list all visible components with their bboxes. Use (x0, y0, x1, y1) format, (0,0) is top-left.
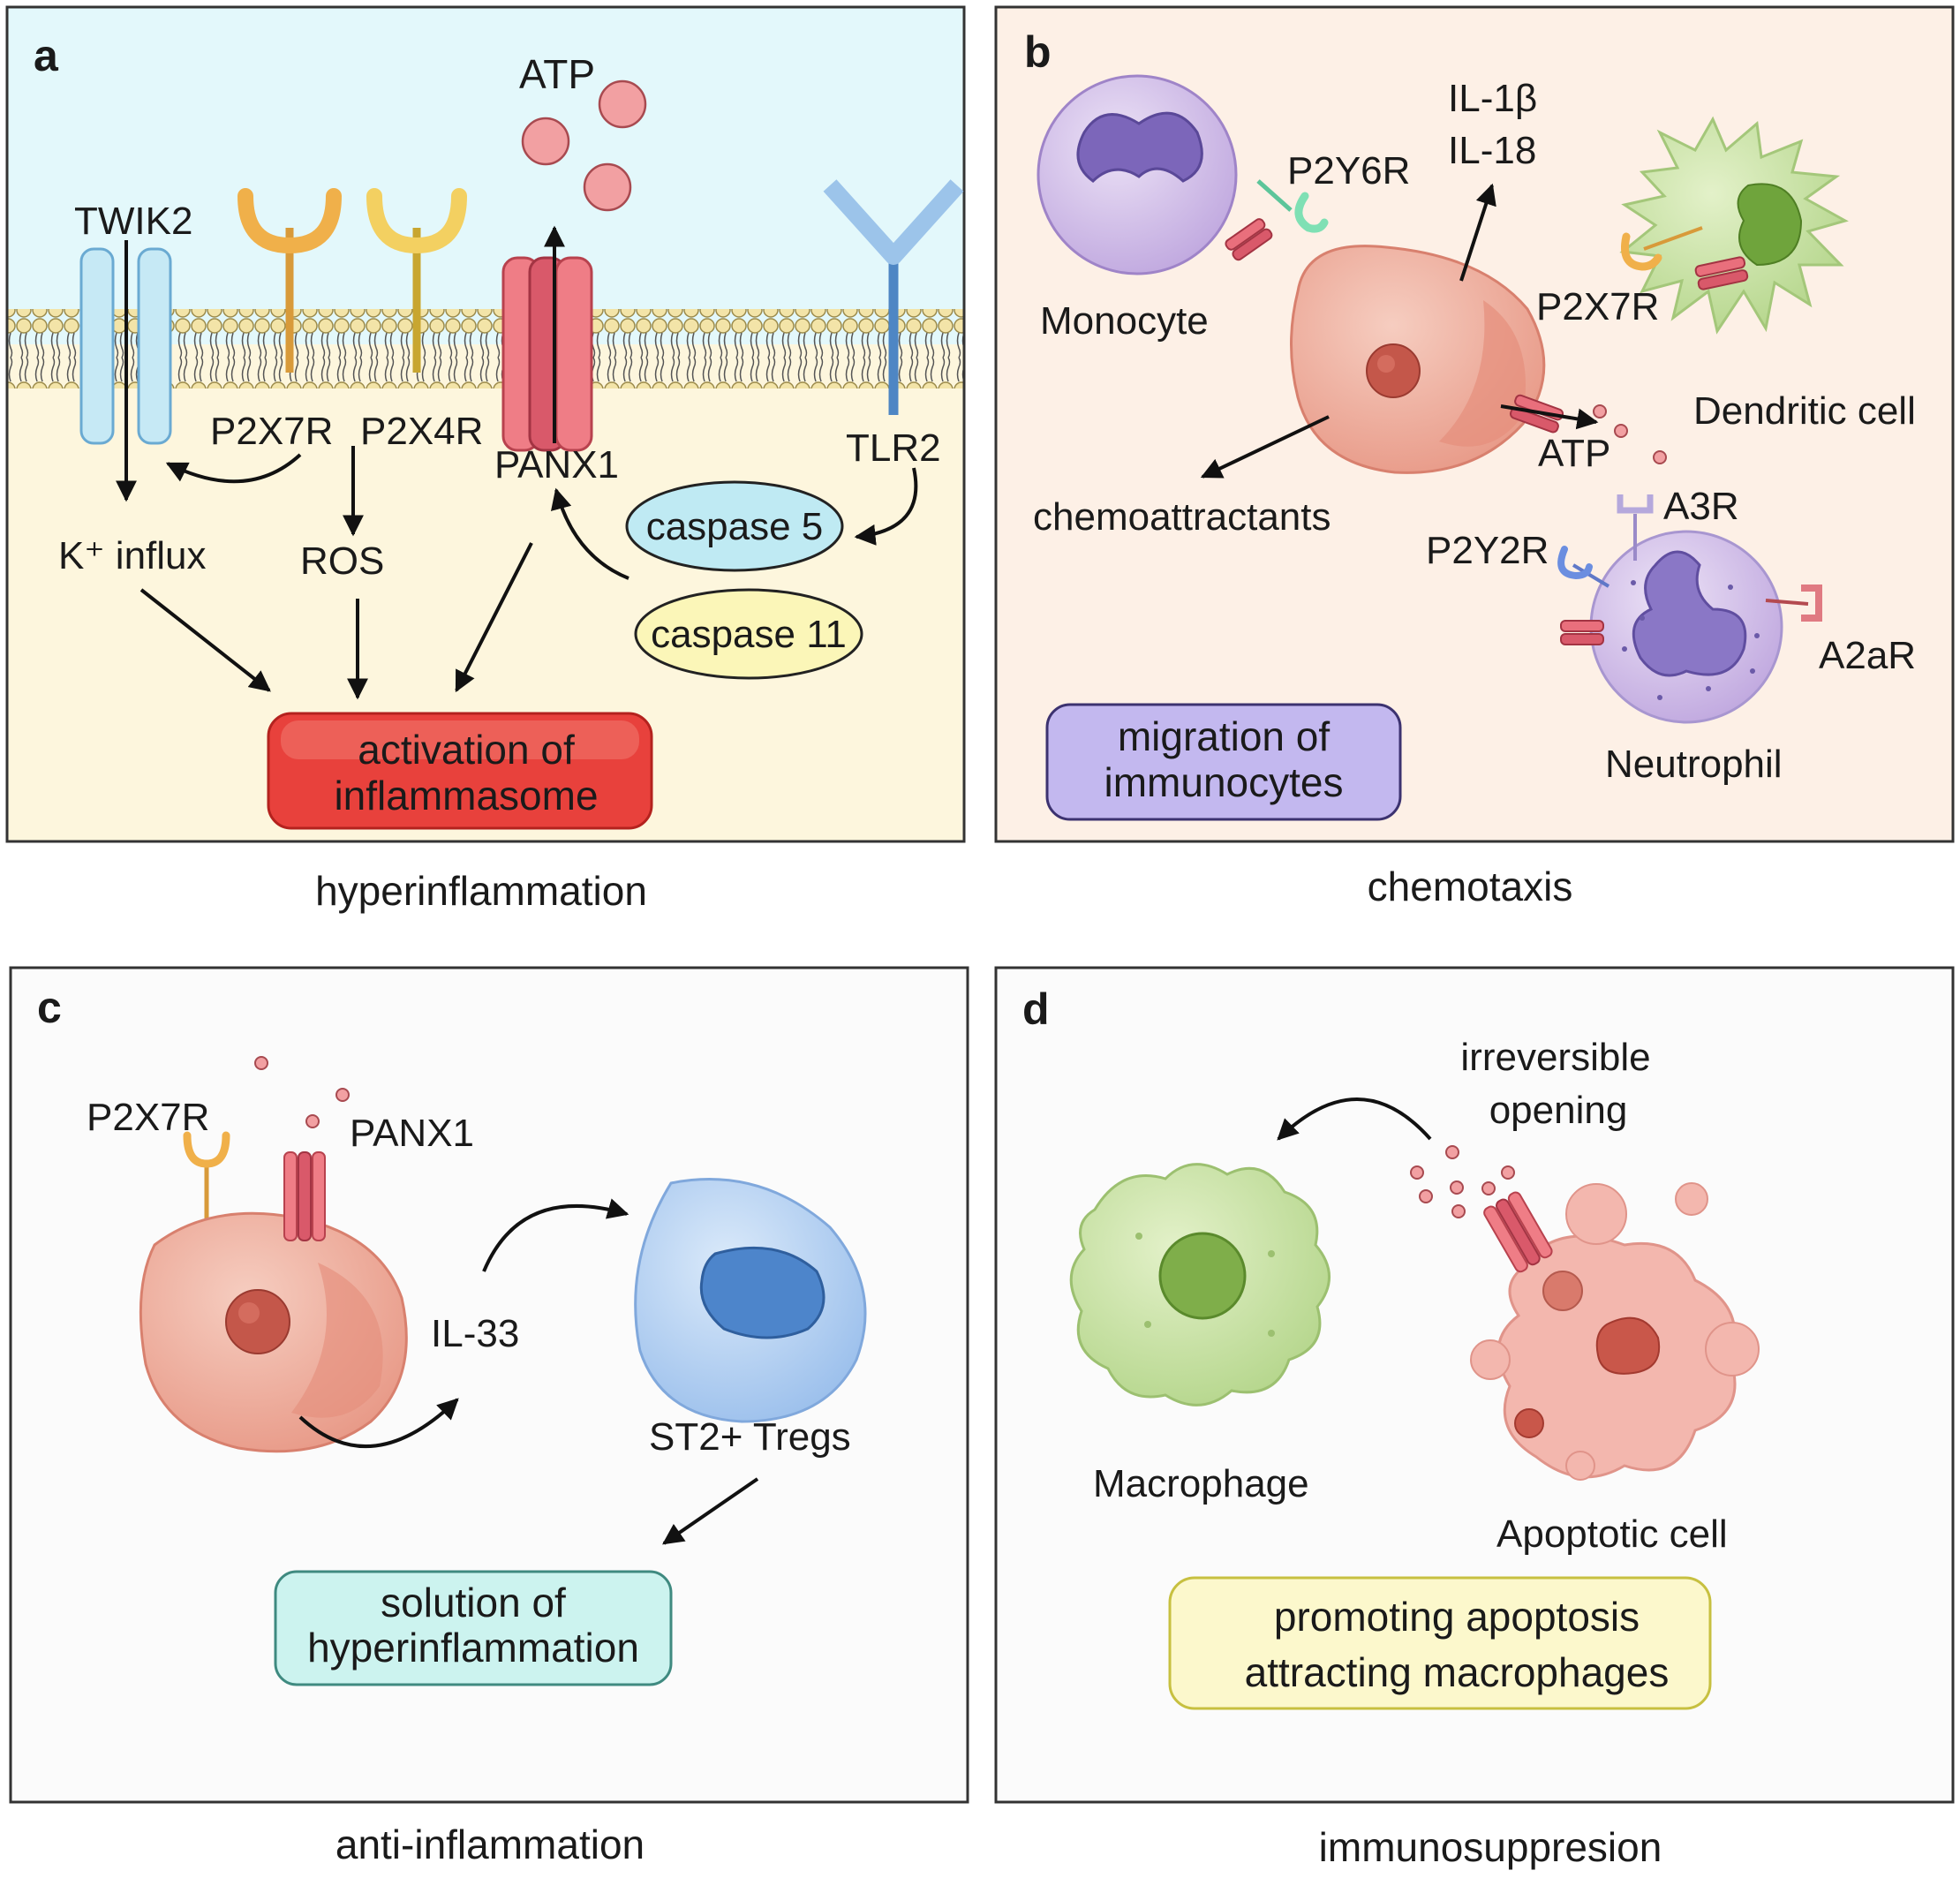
caption-b: chemotaxis (1368, 864, 1573, 909)
twik2-label: TWIK2 (74, 200, 192, 243)
panx1-to-inflammasome-arrow (455, 542, 533, 693)
chemoattractant-arrow (1200, 415, 1330, 479)
k-to-inflammasome-arrow (139, 588, 271, 692)
dendritic-cell (1619, 116, 1849, 335)
p2x7r-label: P2X7R (210, 410, 333, 453)
caspase-to-panx1-arrow (550, 487, 629, 580)
panel-a-border (5, 5, 966, 843)
p2x7r-label-c: P2X7R (87, 1096, 209, 1139)
a2ar-label: A2aR (1819, 634, 1916, 677)
il33-label: IL-33 (431, 1312, 519, 1355)
k-influx-label: K⁺ influx (58, 534, 207, 577)
central-cell (1290, 245, 1546, 474)
monocyte-panx1 (1225, 218, 1273, 261)
p2y6r-receptor (1256, 179, 1329, 233)
panel-b: b Monocyte P2Y6R IL-1β IL-18 chemoattrac… (994, 5, 1955, 843)
tlr2-to-caspase5-arrow (854, 467, 918, 546)
caspase-11-label: caspase 11 (651, 613, 847, 656)
neutrophil-label: Neutrophil (1605, 743, 1783, 786)
caption-c: anti-inflammation (335, 1821, 645, 1867)
neutrophil-cell (1589, 530, 1783, 724)
panx1-channel-c (283, 1151, 326, 1241)
migration-box-line2: immunocytes (1104, 759, 1344, 805)
panel-letter-c: c (37, 983, 62, 1032)
p2x7r-to-twik2-arrow (165, 453, 302, 484)
a2ar-receptor (1765, 585, 1822, 622)
panx1-channel (501, 256, 593, 452)
solution-box-line1: solution of (381, 1580, 566, 1625)
caption-a: hyperinflammation (315, 868, 647, 914)
dendritic-panx1 (1694, 256, 1749, 290)
treg-cell (634, 1178, 867, 1423)
solution-box (274, 1570, 673, 1686)
apoptotic-cell (1470, 1182, 1760, 1481)
p2x4r-receptor (366, 188, 467, 373)
macrophage-label: Macrophage (1093, 1462, 1309, 1505)
treg-to-solution-arrow (662, 1477, 759, 1545)
il-release-arrow (1459, 183, 1496, 282)
irreversible-label: irreversible (1460, 1036, 1650, 1079)
panx1-channel-d (1483, 1191, 1553, 1273)
opening-to-macrophage-arrow (1277, 1097, 1432, 1141)
source-cell-c (139, 1211, 408, 1453)
il18-label: IL-18 (1448, 129, 1536, 172)
panel-letter-a: a (34, 31, 59, 80)
caspase-5-label: caspase 5 (646, 505, 824, 548)
migration-box (1045, 703, 1402, 821)
atp-label: ATP (519, 51, 595, 97)
panel-c: c P2X7R PANX1 IL-33 (9, 966, 969, 1804)
p2y2r-label: P2Y2R (1426, 529, 1549, 572)
opening-label: opening (1489, 1089, 1628, 1132)
panel-d: d irreversible opening Macrophage (994, 966, 1955, 1804)
atp-release-arrow-b (1500, 404, 1599, 430)
panel-letter-b: b (1024, 27, 1052, 77)
cell-to-il33-arrow (298, 1398, 459, 1448)
p2x4r-label: P2X4R (360, 410, 483, 453)
apoptosis-box-line1: promoting apoptosis (1274, 1594, 1640, 1640)
atp-dots-c (254, 1056, 350, 1128)
neutrophil-panx1 (1560, 620, 1604, 645)
panx1-label-c: PANX1 (350, 1112, 474, 1155)
panel-a: a ATP TWIK2 P2X7R P2X4R (5, 5, 966, 843)
p2x7r-receptor-b (1621, 226, 1703, 271)
solution-box-line2: hyperinflammation (307, 1625, 639, 1671)
tlr2-label: TLR2 (846, 426, 941, 470)
a3r-receptor (1617, 494, 1654, 561)
apoptosis-box-line2: attracting macrophages (1245, 1649, 1670, 1695)
apoptotic-cell-label: Apoptotic cell (1496, 1512, 1728, 1556)
il1b-label: IL-1β (1448, 77, 1537, 120)
panx1-label: PANX1 (494, 443, 619, 486)
twik2-channel (79, 247, 172, 445)
atp-dots-b (1593, 404, 1667, 464)
caspase-11-ellipse (634, 588, 863, 680)
apoptosis-box (1168, 1576, 1712, 1710)
migration-box-line1: migration of (1118, 713, 1331, 759)
inflammasome-box-line1: activation of (358, 727, 575, 773)
monocyte-cell (1037, 74, 1238, 275)
inflammasome-box-highlight (281, 720, 639, 759)
monocyte-label: Monocyte (1040, 299, 1209, 343)
atp-molecules (521, 79, 647, 212)
tlr2-receptor (823, 179, 964, 415)
inflammasome-box-line2: inflammasome (334, 773, 598, 818)
panel-letter-d: d (1022, 984, 1050, 1034)
dendritic-cell-label: Dendritic cell (1693, 389, 1916, 433)
atp-label-b: ATP (1538, 432, 1610, 475)
atp-dots-d (1410, 1145, 1515, 1218)
tregs-label: ST2+ Tregs (649, 1415, 851, 1459)
p2x7r-receptor (237, 188, 342, 373)
p2x7r-label-b: P2X7R (1536, 285, 1659, 328)
chemoattractants-label: chemoattractants (1033, 495, 1331, 539)
il33-to-treg-arrow (482, 1198, 629, 1272)
p2y2r-receptor (1557, 546, 1610, 588)
ros-label: ROS (300, 539, 384, 583)
macrophage-cell (1069, 1163, 1331, 1407)
p2y6r-label: P2Y6R (1287, 149, 1410, 192)
caption-d: immunosuppresion (1319, 1824, 1662, 1870)
caspase-5-ellipse (625, 480, 844, 572)
a3r-label: A3R (1663, 485, 1739, 528)
